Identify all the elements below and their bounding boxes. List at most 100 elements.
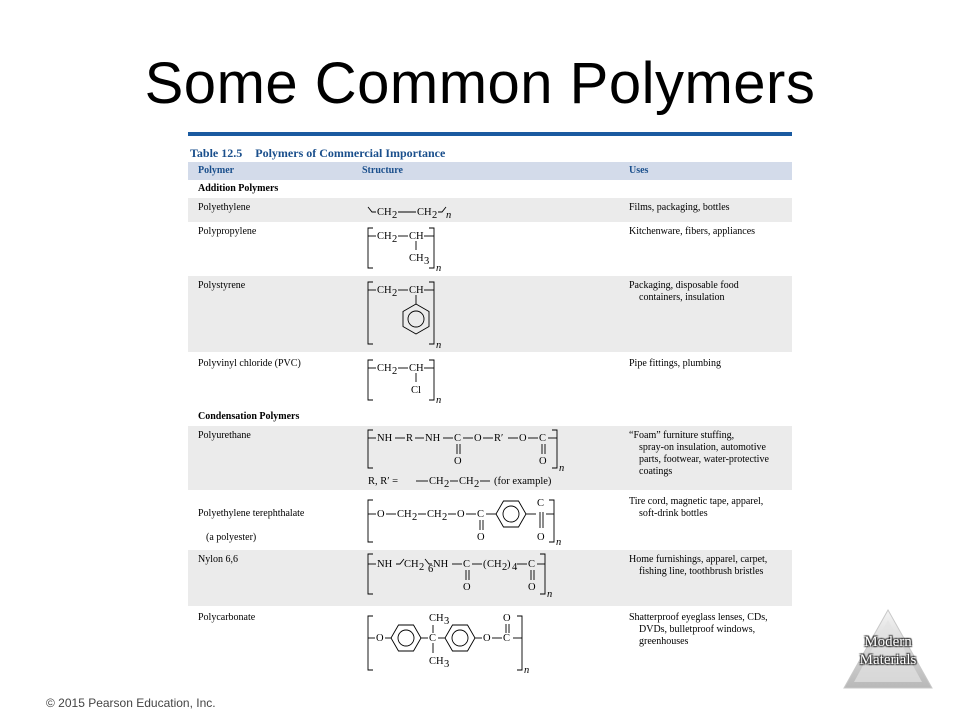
svg-text:O: O	[539, 456, 547, 467]
svg-text:O: O	[457, 509, 465, 520]
svg-text:C: C	[454, 433, 461, 444]
svg-text:3: 3	[444, 659, 449, 670]
logo-line-1: Modern	[864, 634, 912, 650]
svg-text:): )	[507, 559, 511, 570]
svg-text:n: n	[556, 537, 561, 548]
polymer-uses: Kitchenware, fibers, appliances	[629, 226, 756, 237]
svg-text:n: n	[436, 395, 441, 406]
svg-text:NH: NH	[433, 559, 449, 570]
header-uses: Uses	[629, 165, 649, 176]
svg-text:CH: CH	[417, 207, 432, 218]
svg-text:CH: CH	[409, 363, 424, 374]
svg-text:n: n	[559, 463, 564, 474]
svg-text:3: 3	[444, 616, 449, 627]
svg-text:O: O	[463, 582, 471, 593]
svg-text:O: O	[454, 456, 462, 467]
svg-text:R′: R′	[494, 433, 503, 444]
svg-text:2: 2	[432, 210, 437, 221]
polymer-name: Nylon 6,6	[198, 554, 238, 565]
svg-text:CH: CH	[409, 253, 424, 264]
svg-text:CH: CH	[429, 476, 444, 487]
polymer-uses: Home furnishings, apparel, carpet, fishi…	[629, 554, 768, 577]
table-caption: Table 12.5 Polymers of Commercial Import…	[190, 146, 445, 161]
svg-text:2: 2	[392, 234, 397, 245]
svg-text:CH: CH	[377, 285, 392, 296]
svg-text:CH: CH	[459, 476, 474, 487]
table-top-rule	[188, 132, 792, 136]
polymer-name: Polyvinyl chloride (PVC)	[198, 358, 301, 369]
svg-text:C: C	[539, 433, 546, 444]
table-header-row: Polymer Structure Uses	[188, 162, 792, 180]
svg-text:n: n	[547, 589, 552, 600]
svg-text:NH: NH	[377, 433, 393, 444]
section-label: Addition Polymers	[198, 183, 279, 194]
svg-text:CH: CH	[377, 207, 392, 218]
header-polymer: Polymer	[198, 165, 235, 176]
svg-text:2: 2	[474, 479, 479, 490]
section-condensation-polymers: Condensation Polymers	[188, 408, 792, 426]
svg-text:O: O	[477, 532, 485, 543]
polymer-name: Polystyrene	[198, 280, 246, 291]
svg-text:CH: CH	[377, 231, 392, 242]
logo-line-2: Materials	[859, 652, 917, 668]
svg-text:CH: CH	[409, 231, 424, 242]
svg-text:CH: CH	[377, 363, 392, 374]
svg-text:n: n	[524, 665, 529, 676]
polymer-table: Table 12.5 Polymers of Commercial Import…	[188, 132, 792, 678]
svg-text:n: n	[436, 340, 441, 351]
table-caption-title: Polymers of Commercial Importance	[255, 146, 446, 160]
logo-label: Modern Materials	[842, 633, 934, 669]
polymer-uses: Packaging, disposable food containers, i…	[629, 280, 739, 303]
svg-text:NH: NH	[377, 559, 393, 570]
polymer-uses: Shatterproof eyeglass lenses, CDs, DVDs,…	[629, 612, 768, 647]
svg-text:CH: CH	[429, 656, 444, 667]
slide-title: Some Common Polymers	[144, 51, 816, 116]
svg-text:C: C	[463, 559, 470, 570]
svg-text:2: 2	[502, 562, 507, 573]
svg-text:R: R	[406, 433, 413, 444]
svg-text:4: 4	[512, 562, 518, 573]
svg-text:C: C	[477, 509, 484, 520]
polymer-name: Polyethylene	[198, 202, 251, 213]
polymer-uses: “Foam” furniture stuffing, spray-on insu…	[629, 430, 769, 477]
svg-text:2: 2	[392, 210, 397, 221]
svg-text:CH: CH	[429, 613, 444, 624]
table-row-pet: Polyethylene terephthalate (a polyester)…	[188, 492, 792, 548]
svg-text:O: O	[519, 433, 527, 444]
section-label: Condensation Polymers	[198, 411, 300, 422]
polymer-name: Polyethylene terephthalate (a polyester)	[198, 508, 305, 543]
polymer-uses: Pipe fittings, plumbing	[629, 358, 721, 369]
polymer-name: Polycarbonate	[198, 612, 256, 623]
svg-text:C: C	[429, 633, 436, 644]
svg-text:O: O	[474, 433, 482, 444]
svg-text:2: 2	[392, 288, 397, 299]
svg-text:2: 2	[442, 512, 447, 523]
polymer-name: Polyurethane	[198, 430, 251, 441]
polymer-uses: Tire cord, magnetic tape, apparel, soft-…	[629, 496, 764, 519]
svg-text:CH: CH	[409, 285, 424, 296]
svg-text:CH: CH	[404, 559, 419, 570]
header-structure: Structure	[362, 165, 403, 176]
svg-text:O: O	[483, 633, 491, 644]
svg-text:n: n	[436, 263, 441, 274]
svg-text:NH: NH	[425, 433, 441, 444]
section-addition-polymers: Addition Polymers	[188, 180, 792, 198]
svg-text:O: O	[377, 509, 385, 520]
svg-text:Cl: Cl	[411, 385, 421, 396]
table-row-polyurethane: Polyurethane NH R NH C O O R′ O	[188, 426, 792, 490]
structure-polyurethane: NH R NH C O O R′ O C O	[362, 426, 582, 495]
copyright-notice: © 2015 Pearson Education, Inc.	[46, 696, 216, 710]
svg-text:O: O	[537, 532, 545, 543]
